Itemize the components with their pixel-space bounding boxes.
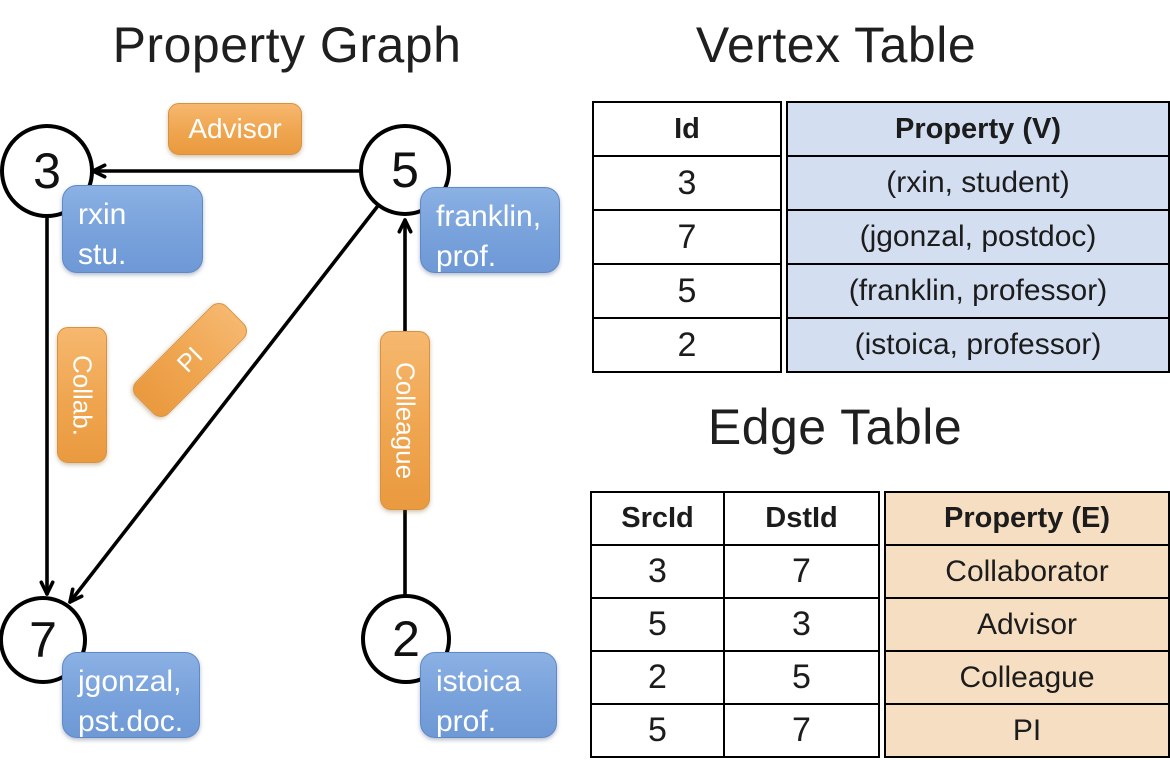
table-row: 2 [592, 317, 782, 373]
edge-property-cell: Advisor [884, 597, 1170, 652]
edge-dstid-cell: 7 [723, 544, 880, 599]
table-row: 7 [592, 209, 782, 265]
edge-property-cell: PI [884, 703, 1170, 758]
table-row: Id [592, 101, 782, 157]
edge-2-5-arrowhead [397, 218, 413, 234]
edge-srcid-cell: 3 [590, 544, 725, 599]
edge-3-7-arrowhead [39, 580, 55, 596]
edge-label-advisor-text: Advisor [188, 113, 282, 144]
edge-dstid-cell: 5 [723, 650, 880, 705]
edge-srcid-header: SrcId [590, 491, 725, 546]
table-row: PI [884, 703, 1170, 758]
table-row: (istoica, professor) [786, 317, 1170, 373]
edge-5-7-line [68, 205, 379, 604]
vertex-property-header: Property (V) [786, 101, 1170, 157]
vertex-label-istoica-line1: istoica [436, 665, 522, 698]
vertex-label-rxin: rxin stu. [62, 185, 203, 273]
edge-property-cell: Collaborator [884, 544, 1170, 599]
table-row: 2 5 [590, 650, 880, 705]
vertex-table-property-column: Property (V) (rxin, student) (jgonzal, p… [786, 101, 1170, 373]
vertex-id-cell: 2 [592, 317, 782, 373]
vertex-label-franklin: franklin, prof. [420, 187, 560, 273]
edge-label-collab-text: Collab. [67, 354, 98, 436]
vertex-label-jgonzal-line1: jgonzal, [78, 665, 182, 698]
vertex-table-title: Vertex Table [695, 17, 977, 73]
vertex-label-rxin-line2: stu. [78, 238, 127, 271]
edge-label-advisor: Advisor [168, 103, 302, 155]
vertex-label-istoica-line2: prof. [436, 705, 497, 738]
node-3-id: 3 [33, 143, 61, 199]
edge-label-collab: Collab. [57, 327, 107, 463]
edge-property-cell: Colleague [884, 650, 1170, 705]
table-row: (jgonzal, postdoc) [786, 209, 1170, 265]
vertex-property-cell: (istoica, professor) [786, 317, 1170, 373]
edge-srcid-cell: 2 [590, 650, 725, 705]
edge-dstid-cell: 7 [723, 703, 880, 758]
edge-dstid-header: DstId [723, 491, 880, 546]
vertex-id-header: Id [592, 101, 782, 157]
property-graph-title: Property Graph [112, 17, 462, 73]
vertex-label-rxin-line1: rxin [78, 198, 127, 231]
edge-table-id-columns: SrcId DstId 3 7 5 3 2 5 5 7 [590, 491, 880, 758]
table-row: 3 7 [590, 544, 880, 599]
vertex-label-jgonzal-line2: pst.doc. [78, 705, 184, 738]
table-row: 5 [592, 263, 782, 319]
vertex-table-id-column: Id 3 7 5 2 [592, 101, 782, 373]
vertex-id-cell: 3 [592, 155, 782, 211]
edge-dstid-cell: 3 [723, 597, 880, 652]
vertex-property-cell: (jgonzal, postdoc) [786, 209, 1170, 265]
vertex-label-istoica: istoica prof. [420, 652, 557, 738]
edge-property-header: Property (E) [884, 491, 1170, 546]
table-row: SrcId DstId [590, 491, 880, 546]
vertex-id-cell: 5 [592, 263, 782, 319]
table-row: (rxin, student) [786, 155, 1170, 211]
table-row: Collaborator [884, 544, 1170, 599]
edge-label-pi-text: PI [171, 341, 208, 378]
table-row: 5 3 [590, 597, 880, 652]
edge-table-title: Edge Table [707, 399, 963, 455]
edge-srcid-cell: 5 [590, 597, 725, 652]
node-5-id: 5 [391, 142, 419, 198]
node-7-id: 7 [29, 612, 57, 668]
edge-table-property-column: Property (E) Collaborator Advisor Collea… [884, 491, 1170, 758]
edge-label-colleague-text: Colleague [390, 361, 421, 480]
table-row: Property (V) [786, 101, 1170, 157]
edge-label-colleague: Colleague [380, 331, 430, 510]
table-row: 3 [592, 155, 782, 211]
table-row: (franklin, professor) [786, 263, 1170, 319]
vertex-label-jgonzal: jgonzal, pst.doc. [62, 652, 200, 738]
vertex-property-cell: (franklin, professor) [786, 263, 1170, 319]
table-row: 5 7 [590, 703, 880, 758]
node-2-id: 2 [392, 611, 420, 667]
vertex-label-franklin-line1: franklin, [436, 200, 542, 233]
edge-5-7-arrowhead [68, 587, 84, 604]
table-row: Colleague [884, 650, 1170, 705]
vertex-label-franklin-line2: prof. [436, 240, 497, 273]
vertex-id-cell: 7 [592, 209, 782, 265]
edge-srcid-cell: 5 [590, 703, 725, 758]
vertex-property-cell: (rxin, student) [786, 155, 1170, 211]
table-row: Advisor [884, 597, 1170, 652]
table-row: Property (E) [884, 491, 1170, 546]
